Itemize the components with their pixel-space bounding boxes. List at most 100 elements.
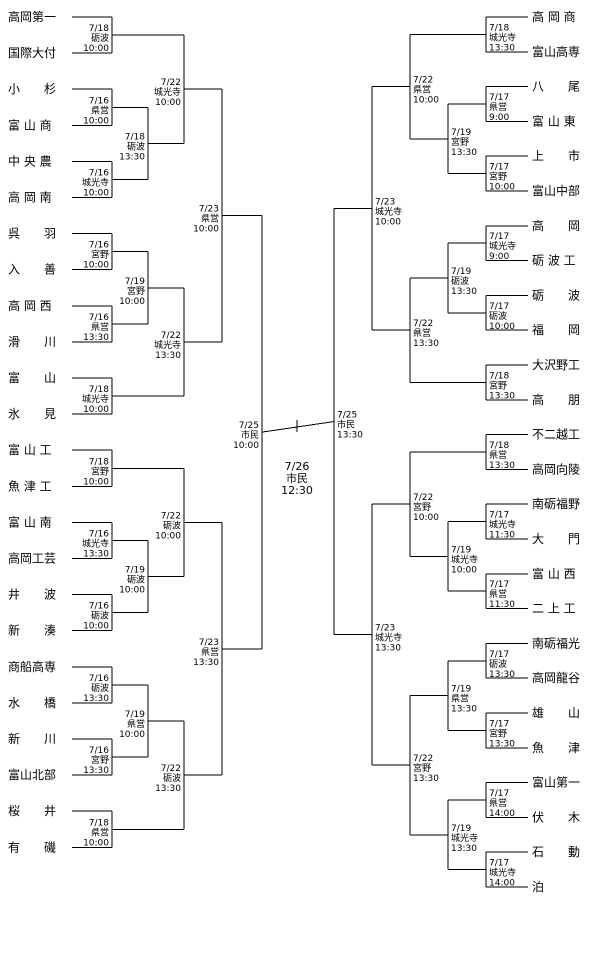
game-venue: 宮野 (489, 171, 507, 183)
team-name: 石 動 (532, 845, 580, 859)
team-name: 桜 井 (8, 804, 56, 818)
game-venue: 城光寺 (489, 31, 516, 43)
game-venue: 城光寺 (82, 537, 109, 549)
game-time: 13:30 (451, 844, 477, 854)
game-date: 7/22 (161, 331, 181, 341)
game-time: 13:30 (83, 333, 109, 343)
game-venue: 砺波 (489, 658, 507, 670)
game-time: 9:00 (489, 252, 509, 262)
game-time: 10:00 (83, 477, 109, 487)
team-name: 新 川 (8, 731, 56, 746)
game-date: 7/22 (161, 764, 181, 774)
game-time: 10:00 (119, 297, 145, 307)
game-venue: 宮野 (413, 501, 431, 513)
game-date: 7/19 (125, 566, 145, 576)
game-venue: 城光寺 (451, 832, 478, 844)
team-name: 新 湊 (8, 623, 56, 638)
game-venue: 市民 (337, 419, 355, 431)
game-time: 13:30 (337, 431, 363, 441)
game-time: 13:30 (375, 644, 401, 654)
game-time: 10:00 (83, 261, 109, 271)
game-venue: 城光寺 (82, 176, 109, 188)
game-venue: 県営 (489, 101, 507, 113)
game-time: 10:00 (489, 183, 515, 193)
game-time: 10:00 (193, 225, 219, 235)
game-date: 7/16 (89, 746, 109, 756)
team-name: 南砺福光 (532, 635, 580, 650)
game-time: 10:00 (489, 322, 515, 332)
game-venue: 宮野 (91, 465, 109, 477)
game-venue: 砺波 (163, 519, 181, 531)
game-date: 7/19 (451, 685, 471, 695)
game-time: 13:30 (489, 461, 515, 471)
game-venue: 砺波 (127, 140, 145, 152)
team-name: 国際大付 (8, 46, 56, 60)
game-date: 7/16 (89, 241, 109, 251)
team-name: 滑 川 (8, 335, 56, 349)
game-venue: 市民 (241, 429, 259, 441)
game-date: 7/17 (489, 859, 509, 869)
game-time: 13:30 (489, 43, 515, 53)
game-date: 7/17 (489, 93, 509, 103)
game-time: 10:00 (451, 565, 477, 575)
team-name: 富 山 (8, 370, 56, 385)
game-date: 7/25 (239, 421, 259, 431)
game-date: 7/22 (413, 754, 433, 764)
game-date: 7/16 (89, 602, 109, 612)
game-date: 7/18 (489, 23, 509, 33)
game-time: 13:30 (413, 339, 439, 349)
game-venue: 城光寺 (154, 86, 181, 98)
team-name: 不二越工 (532, 428, 580, 442)
game-venue: 県営 (451, 693, 469, 705)
game-venue: 県営 (201, 213, 219, 225)
game-venue: 県営 (413, 327, 431, 339)
team-name: 中 央 農 (8, 153, 52, 168)
game-time: 14:00 (489, 809, 515, 819)
team-name: 入 善 (8, 262, 56, 277)
team-name: 富山中部 (532, 183, 580, 198)
final-game-label: 7/26 市民 12:30 (281, 460, 313, 497)
team-name: 砺 波 工 (532, 254, 576, 268)
game-date: 7/19 (125, 277, 145, 287)
game-date: 7/17 (489, 163, 509, 173)
game-date: 7/23 (199, 638, 219, 648)
game-time: 14:00 (489, 879, 515, 889)
team-name: 八 尾 (532, 80, 580, 94)
game-date: 7/22 (413, 76, 433, 86)
game-date: 7/25 (337, 411, 357, 421)
team-name: 高 朋 (532, 392, 580, 407)
game-venue: 砺波 (489, 310, 507, 322)
game-time: 10:00 (119, 730, 145, 740)
game-date: 7/17 (489, 580, 509, 590)
team-name: 富 山 東 (532, 113, 576, 128)
game-date: 7/23 (199, 205, 219, 215)
game-venue: 城光寺 (489, 240, 516, 252)
team-name: 富 山 南 (8, 514, 52, 529)
team-name: 魚 津 工 (8, 479, 52, 493)
game-time: 11:30 (489, 531, 515, 541)
game-time: 13:30 (119, 152, 145, 162)
game-time: 10:00 (413, 513, 439, 523)
game-time: 10:00 (375, 217, 401, 227)
team-name: 大沢野工 (532, 358, 580, 372)
game-time: 13:30 (489, 670, 515, 680)
